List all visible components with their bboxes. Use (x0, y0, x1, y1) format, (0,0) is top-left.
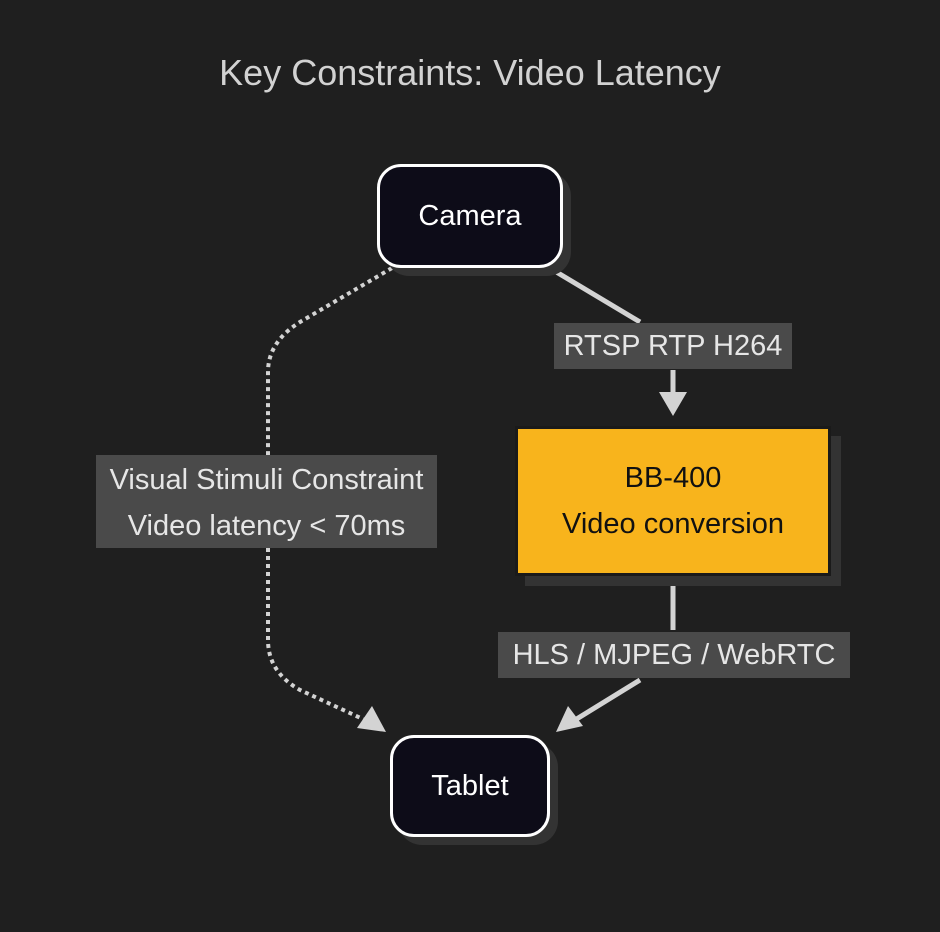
edge-label-constraint: Visual Stimuli Constraint Video latency … (96, 455, 437, 548)
edge-label-constraint-line1: Visual Stimuli Constraint (109, 464, 424, 496)
edge-label-rtsp: RTSP RTP H264 (554, 323, 792, 369)
edge-label-constraint-line2: Video latency < 70ms (127, 510, 406, 542)
arrowhead-tablet-left (357, 706, 386, 732)
edge-bb400-to-tablet (573, 578, 676, 723)
node-tablet: Tablet (390, 735, 550, 837)
edge-label-rtsp-text: RTSP RTP H264 (563, 330, 783, 362)
edge-label-hls-text: HLS / MJPEG / WebRTC (512, 639, 836, 671)
edge-label-hls: HLS / MJPEG / WebRTC (498, 632, 850, 678)
diagram-title: Key Constraints: Video Latency (219, 52, 721, 93)
node-tablet-label: Tablet (431, 769, 509, 802)
node-camera: Camera (377, 164, 563, 268)
edge-camera-to-bb400 (546, 264, 676, 396)
edge-camera-to-tablet (266, 266, 394, 722)
node-bb400-subtitle: Video conversion (562, 508, 784, 540)
node-bb400-title: BB-400 (624, 462, 722, 494)
node-bb400: BB-400 Video conversion (515, 426, 831, 576)
arrowhead-bb400 (659, 392, 687, 416)
arrowhead-tablet-right (556, 706, 583, 732)
node-camera-label: Camera (418, 199, 522, 232)
